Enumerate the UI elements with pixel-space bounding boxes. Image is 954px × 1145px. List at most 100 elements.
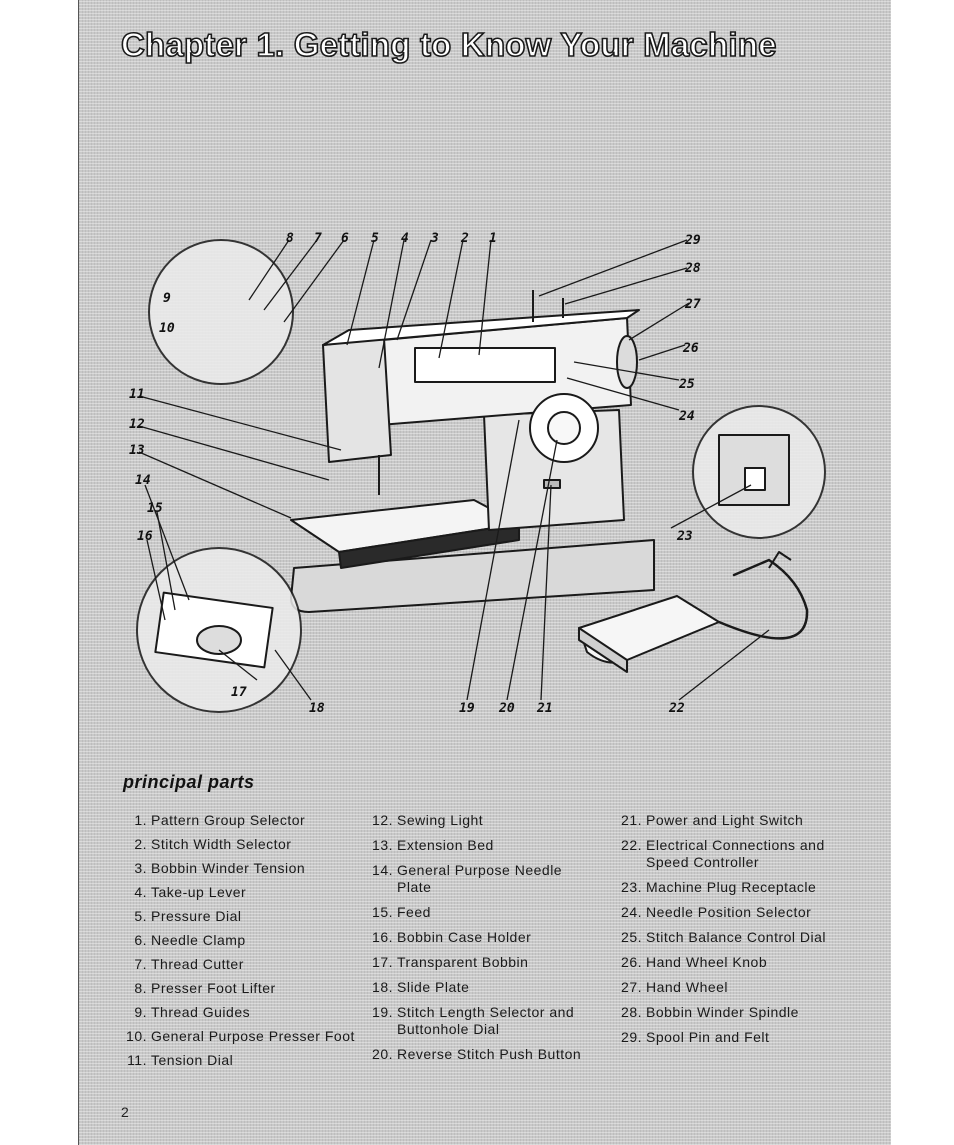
callout-16: 16 [137,529,153,544]
callout-8: 8 [286,231,294,246]
part-label: Bobbin Case Holder [397,929,532,945]
part-item: 8.Presser Foot Lifter [117,980,357,997]
callout-17: 17 [231,685,247,700]
section-heading: principal parts [123,772,255,792]
part-item: 7.Thread Cutter [117,956,357,973]
part-item: 22.Electrical Connections and Speed Cont… [612,837,857,871]
part-label: Transparent Bobbin [397,954,529,970]
part-label: Stitch Balance Control Dial [646,929,827,945]
callout-22: 22 [668,701,685,716]
part-label: Power and Light Switch [646,812,804,828]
callout-24: 24 [678,409,695,424]
part-label: Spool Pin and Felt [646,1029,770,1045]
callout-10: 10 [159,321,175,336]
chapter-title: Chapter 1. Getting to Know Your Machine [120,25,777,64]
part-item: 3.Bobbin Winder Tension [117,860,357,877]
callout-23: 23 [676,529,693,544]
part-item: 12.Sewing Light [363,812,598,829]
part-item: 29.Spool Pin and Felt [612,1029,857,1046]
part-item: 4.Take-up Lever [117,884,357,901]
part-number: 9. [134,1004,147,1020]
callout-11: 11 [129,387,145,402]
callout-3: 3 [430,231,439,246]
callout-20: 20 [498,701,515,716]
part-label: General Purpose Needle Plate [397,862,563,895]
callout-25: 25 [678,377,695,392]
callout-28: 28 [684,261,701,276]
part-item: 17.Transparent Bobbin [363,954,598,971]
callout-27: 27 [684,297,701,312]
part-item: 20.Reverse Stitch Push Button [363,1046,598,1063]
part-label: Hand Wheel [646,979,729,995]
manual-page: Chapter 1. Getting to Know Your Machine [78,0,891,1145]
part-number: 15. [372,904,393,920]
part-label: Pressure Dial [151,908,242,924]
part-item: 28.Bobbin Winder Spindle [612,1004,857,1021]
part-item: 23.Machine Plug Receptacle [612,879,857,896]
callout-7: 7 [314,231,322,246]
part-item: 21.Power and Light Switch [612,812,857,829]
part-number: 25. [621,929,642,945]
callout-4: 4 [401,231,409,246]
part-number: 14. [372,862,393,878]
part-label: Needle Position Selector [646,904,812,920]
part-item: 1.Pattern Group Selector [117,812,357,829]
part-item: 15.Feed [363,904,598,921]
part-number: 13. [372,837,393,853]
part-number: 6. [134,932,147,948]
part-number: 10. [126,1028,147,1044]
part-number: 27. [621,979,642,995]
part-number: 19. [372,1004,393,1020]
part-label: Extension Bed [397,837,494,853]
callout-12: 12 [129,417,145,432]
part-number: 1. [134,812,147,828]
part-number: 20. [372,1046,393,1062]
part-label: General Purpose Presser Foot [151,1028,355,1044]
part-item: 18.Slide Plate [363,979,598,996]
callout-2: 2 [460,231,469,246]
part-label: Reverse Stitch Push Button [397,1046,582,1062]
part-item: 13.Extension Bed [363,837,598,854]
part-item: 14.General Purpose Needle Plate [363,862,598,896]
part-item: 11.Tension Dial [117,1052,357,1069]
callout-21: 21 [536,701,553,716]
page-number: 2 [121,1104,129,1120]
part-label: Thread Guides [151,1004,251,1020]
part-label: Thread Cutter [151,956,244,972]
part-label: Hand Wheel Knob [646,954,768,970]
callout-19: 19 [459,701,475,716]
part-number: 17. [372,954,393,970]
part-item: 25.Stitch Balance Control Dial [612,929,857,946]
part-label: Pattern Group Selector [151,812,306,828]
part-number: 8. [134,980,147,996]
part-label: Feed [397,904,431,920]
part-label: Bobbin Winder Tension [151,860,306,876]
part-label: Machine Plug Receptacle [646,879,817,895]
callout-9: 9 [163,291,171,306]
part-item: 24.Needle Position Selector [612,904,857,921]
callout-18: 18 [309,701,325,716]
stitch-panel [414,347,556,383]
part-item: 6.Needle Clamp [117,932,357,949]
part-number: 18. [372,979,393,995]
callout-13: 13 [129,443,145,458]
detail-circle-presser [148,239,294,385]
part-label: Bobbin Winder Spindle [646,1004,799,1020]
part-item: 2.Stitch Width Selector [117,836,357,853]
part-number: 26. [621,954,642,970]
part-number: 22. [621,837,642,853]
part-item: 9.Thread Guides [117,1004,357,1021]
part-item: 10.General Purpose Presser Foot [117,1028,357,1045]
part-number: 16. [372,929,393,945]
callout-5: 5 [371,231,379,246]
part-label: Needle Clamp [151,932,246,948]
callout-15: 15 [147,501,163,516]
part-number: 21. [621,812,642,828]
part-label: Presser Foot Lifter [151,980,276,996]
parts-list-column-2: 12.Sewing Light 13.Extension Bed 14.Gene… [363,812,598,1071]
part-number: 4. [134,884,147,900]
parts-list-column-1: 1.Pattern Group Selector 2.Stitch Width … [117,812,357,1076]
part-label: Sewing Light [397,812,484,828]
part-number: 3. [134,860,147,876]
reverse-button [543,479,561,489]
